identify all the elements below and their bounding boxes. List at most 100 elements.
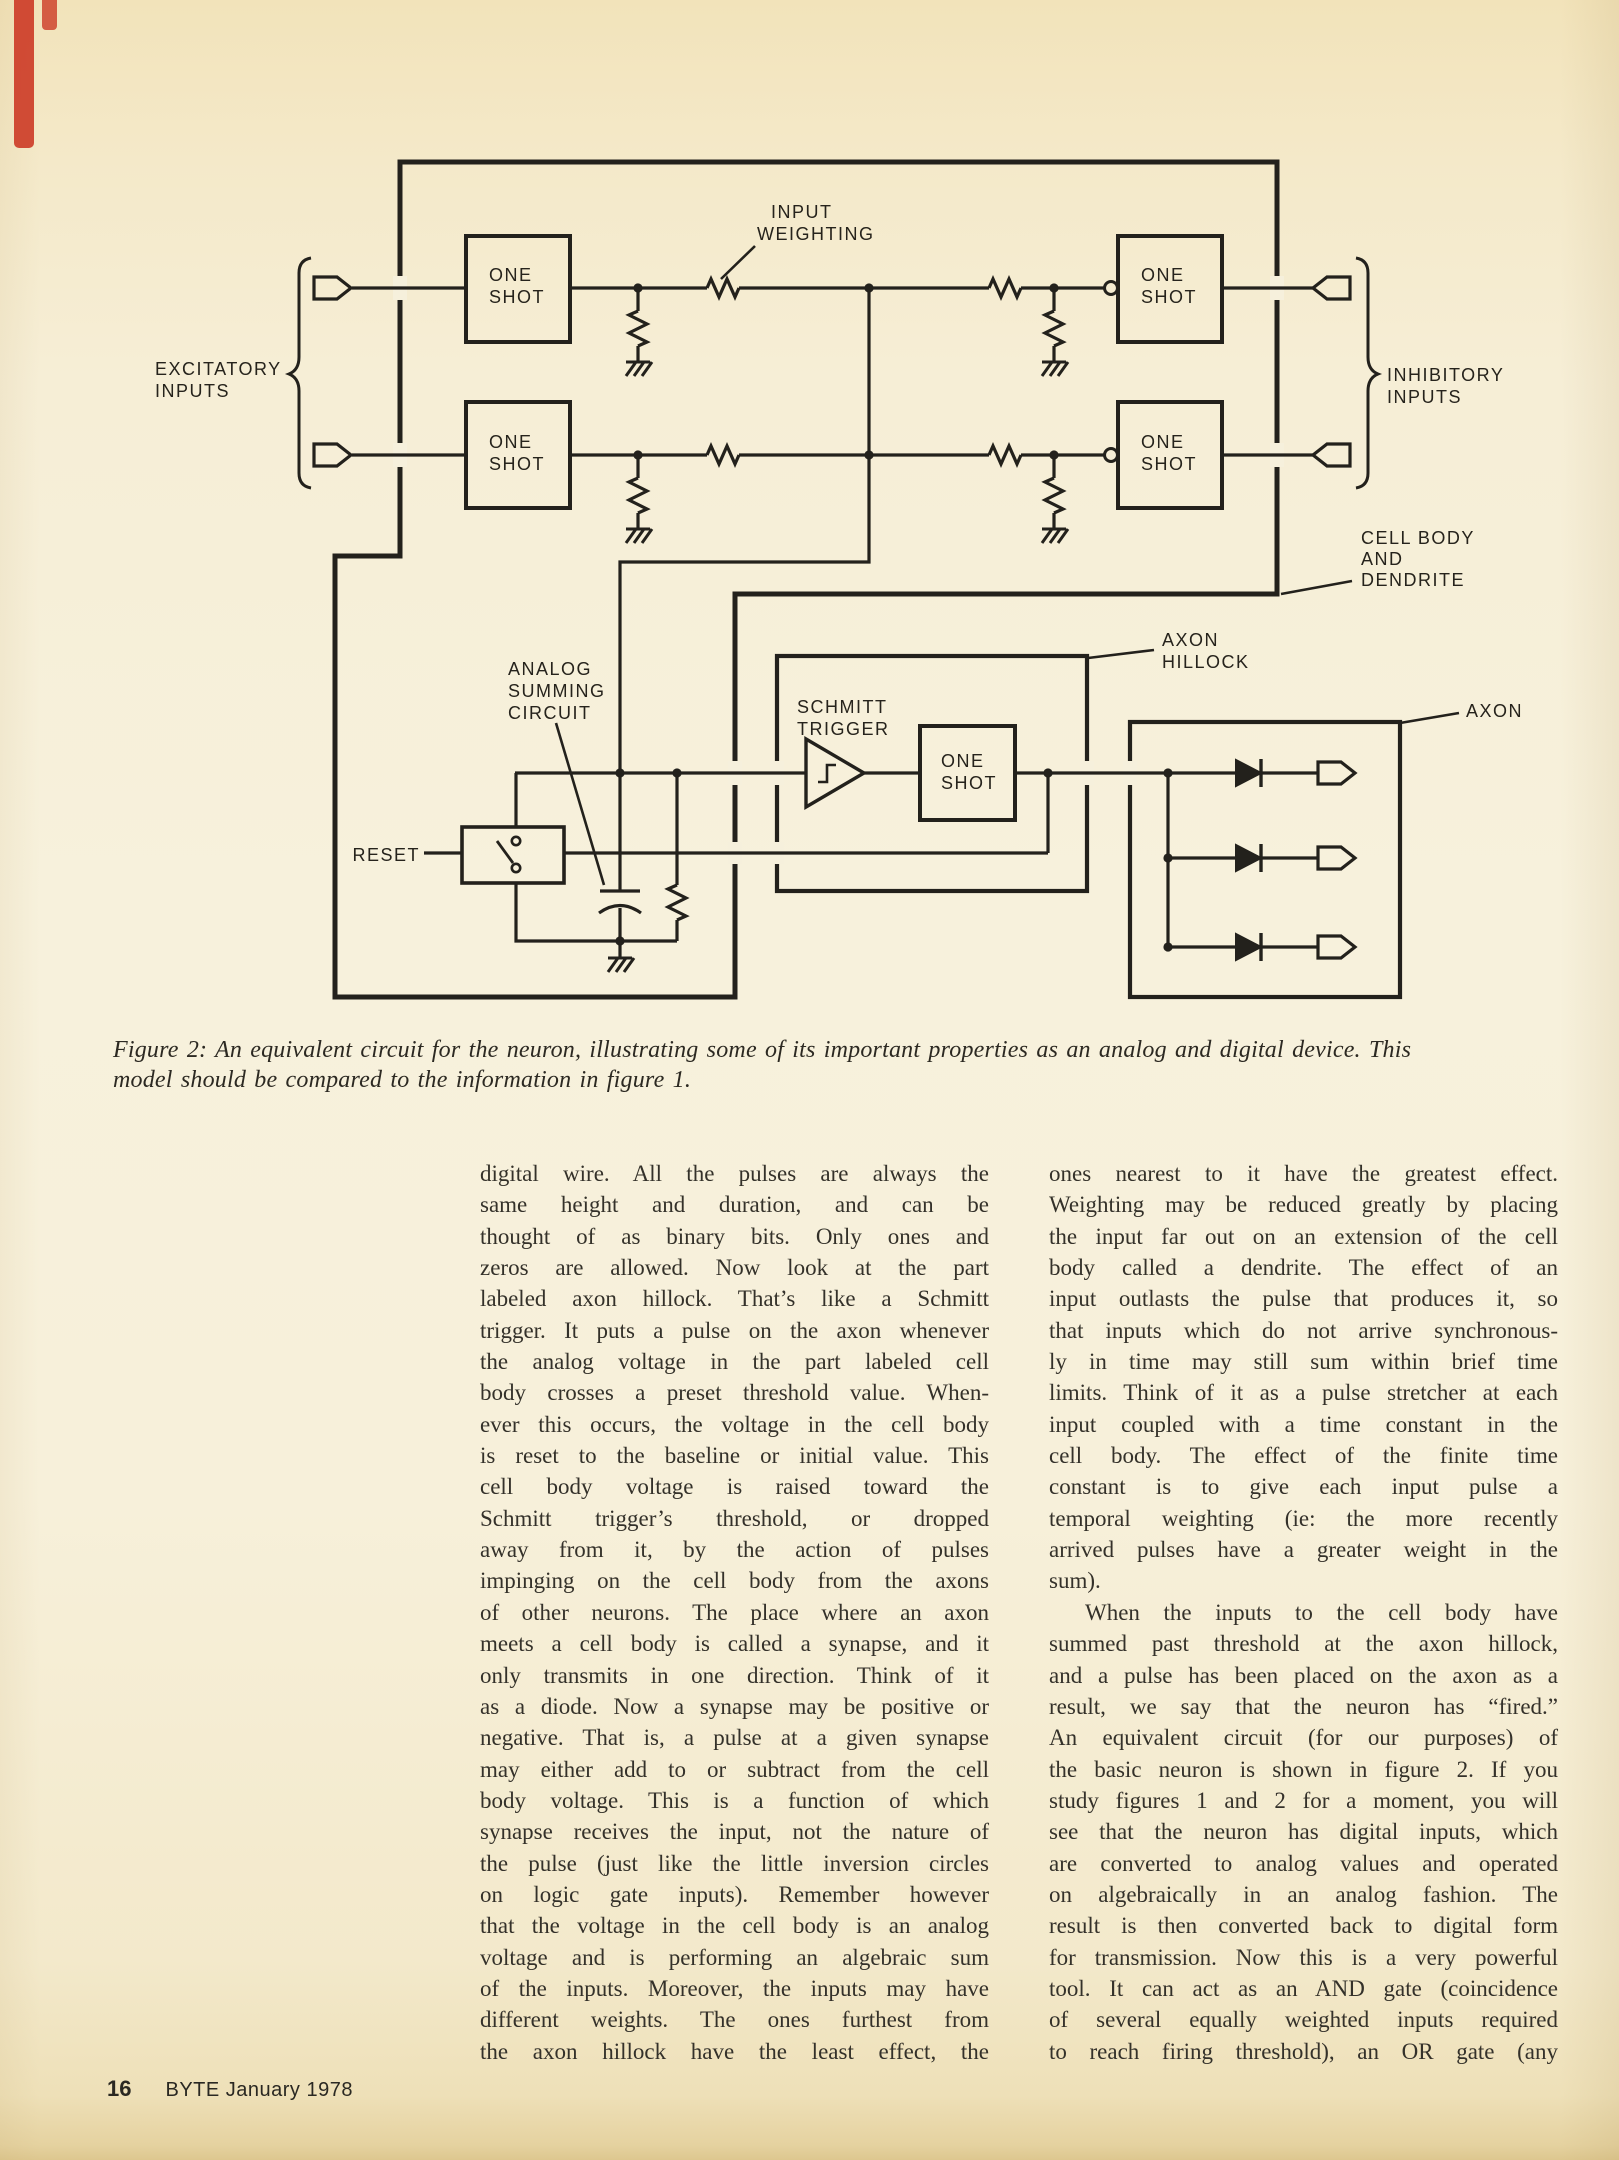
article-text-line: and a pulse has been placed on the axon … <box>1049 1662 1558 1688</box>
inhibitory-inputs-label: INPUTS <box>1387 387 1462 407</box>
callout-leader-lines <box>554 245 1460 886</box>
circuit-wires <box>352 286 1318 957</box>
inhibitory-input-connector-icon <box>1311 275 1352 301</box>
article-text-line: see that the neuron has digital inputs, … <box>1049 1819 1558 1845</box>
article-text-line: that inputs which do not arrive synchron… <box>1049 1317 1558 1343</box>
article-text-line: of the inputs. Moreover, the inputs may … <box>480 1975 989 2001</box>
input-group-braces <box>284 256 1383 490</box>
page-number: 16 <box>107 2076 132 2101</box>
one-shot-label: ONE <box>1141 432 1185 452</box>
one-shot-label: SHOT <box>489 454 545 474</box>
switch-contact-icon <box>510 862 522 874</box>
one-shot-box <box>1116 400 1224 510</box>
weighting-resistor-icon <box>987 277 1023 299</box>
input-weighting-label: WEIGHTING <box>757 224 875 244</box>
article-text-line: input outlasts the pulse that produces i… <box>1049 1286 1558 1312</box>
article-text-line: When the inputs to the cell body have <box>1085 1599 1558 1625</box>
article-text-line: voltage and is performing an algebraic s… <box>480 1944 989 1970</box>
one-shot-box <box>464 234 572 344</box>
article-text-line: tool. It can act as an AND gate (coincid… <box>1049 1975 1558 2001</box>
wire-crossing-gaps <box>393 276 1284 864</box>
article-text-line: result is then converted back to digital… <box>1049 1913 1558 1939</box>
components <box>312 234 1357 974</box>
summing-resistor-icon <box>666 883 688 922</box>
inversion-bubble-icon <box>1103 447 1119 463</box>
article-text-line: may either add to or subtract from the c… <box>480 1756 989 1782</box>
article-text-line: the input far out on an extension of the… <box>1049 1223 1558 1249</box>
axon-output-connector-icon <box>1316 845 1357 871</box>
inversion-bubble-icon <box>1103 280 1119 296</box>
analog-summing-label: SUMMING <box>508 681 606 701</box>
figure-caption: Figure 2: An equivalent circuit for the … <box>113 1035 1411 1095</box>
article-text-line: body called a dendrite. The effect of an <box>1049 1255 1558 1281</box>
article-text-line: only transmits in one direction. Think o… <box>480 1662 989 1688</box>
article-text-line: negative. That is, a pulse at a given sy… <box>480 1725 989 1751</box>
ground-icon <box>624 527 654 545</box>
synapse-diode-icon <box>1234 842 1263 874</box>
article-text-line: the pulse (just like the little inversio… <box>480 1850 989 1876</box>
shunt-resistor-icon <box>1043 476 1065 515</box>
excitatory-input-connector-icon <box>312 275 353 301</box>
article-text-line: arrived pulses have a greater weight in … <box>1049 1537 1558 1563</box>
article-text-line: constant is to give each input pulse a <box>1049 1474 1558 1500</box>
switch-arm-icon <box>495 840 515 864</box>
article-text-line: on algebraically in an analog fashion. T… <box>1049 1881 1558 1907</box>
capacitor-branch <box>598 773 642 941</box>
article-text-line: different weights. The ones furthest fro… <box>480 2007 989 2033</box>
article-text-line: synapse receives the input, not the natu… <box>480 1819 989 1845</box>
schmitt-trigger-label: SCHMITT <box>797 697 888 717</box>
article-text-line: input coupled with a time constant in th… <box>1049 1411 1558 1437</box>
schmitt-trigger-icon <box>804 736 868 810</box>
one-shot-label: SHOT <box>489 287 545 307</box>
article-text-line: thought of as binary bits. Only ones and <box>480 1223 989 1249</box>
reset-switch-box <box>460 825 566 885</box>
article-text-line: labeled axon hillock. That’s like a Schm… <box>480 1286 989 1312</box>
ground-icon <box>1040 360 1070 378</box>
article-text-line: that the voltage in the cell body is an … <box>480 1913 989 1939</box>
figure-caption-line: Figure 2: An equivalent circuit for the … <box>113 1037 1412 1063</box>
excitatory-inputs-label: EXCITATORY <box>155 359 282 379</box>
article-column-left: digital wire. All the pulses are always … <box>480 1161 989 2070</box>
article-text-line: away from it, by the action of pulses <box>480 1537 989 1563</box>
article-text-line: same height and duration, and can be <box>480 1192 989 1218</box>
synapse-diode-icon <box>1234 757 1263 789</box>
one-shot-label: ONE <box>489 432 533 452</box>
article-text-line: are converted to analog values and opera… <box>1049 1850 1558 1876</box>
article-text-line: the analog voltage in the part labeled c… <box>480 1349 989 1375</box>
article-text-line: of several equally weighted inputs requi… <box>1049 2007 1558 2033</box>
excitatory-input-connector-icon <box>312 442 353 468</box>
article-text-line: body voltage. This is a function of whic… <box>480 1787 989 1813</box>
analog-summing-label: CIRCUIT <box>508 703 592 723</box>
one-shot-box <box>1116 234 1224 344</box>
issue-name: BYTE January 1978 <box>165 2079 353 2101</box>
ground-icon <box>1040 527 1070 545</box>
article-column-right: ones nearest to it have the greatest eff… <box>1049 1161 1558 2070</box>
one-shot-label: ONE <box>1141 265 1185 285</box>
red-ink-mark <box>14 0 34 148</box>
article-text-line: sum). <box>1049 1568 1101 1594</box>
inhibitory-input-connector-icon <box>1311 442 1352 468</box>
article-text-line: trigger. It puts a pulse on the axon whe… <box>480 1317 989 1343</box>
article-text-line: for transmission. Now this is a very pow… <box>1049 1944 1558 1970</box>
axon-label: AXON <box>1466 701 1523 721</box>
article-text-line: temporal weighting (ie: the more recentl… <box>1049 1505 1558 1531</box>
article-text-line: as a diode. Now a synapse may be positiv… <box>480 1693 989 1719</box>
hysteresis-glyph-icon <box>818 763 836 784</box>
article-text-line: ever this occurs, the voltage in the cel… <box>480 1411 989 1437</box>
article-text-line: meets a cell body is called a synapse, a… <box>480 1631 989 1657</box>
page-footer: 16 BYTE January 1978 <box>107 2076 353 2102</box>
article-text-line: study figures 1 and 2 for a moment, you … <box>1049 1787 1558 1813</box>
article-text-line: An equivalent circuit (for our purposes)… <box>1049 1725 1558 1751</box>
article-text-line: result, we say that the neuron has “fire… <box>1049 1693 1558 1719</box>
article-text-line: cell body. The effect of the finite time <box>1049 1443 1558 1469</box>
one-shot-label: SHOT <box>1141 454 1197 474</box>
article-text-line: to reach firing threshold), an OR gate (… <box>1049 2038 1558 2064</box>
reset-and-feedback-wires <box>424 773 1050 957</box>
article-text-line: impinging on the cell body from the axon… <box>480 1568 989 1594</box>
right-brace-icon <box>1355 256 1383 490</box>
article-text-line: on logic gate inputs). Remember however <box>480 1881 989 1907</box>
article-text-line: Weighting may be reduced greatly by plac… <box>1049 1192 1558 1218</box>
cell-body-label: DENDRITE <box>1361 570 1465 590</box>
switch-contact-icon <box>510 835 522 847</box>
